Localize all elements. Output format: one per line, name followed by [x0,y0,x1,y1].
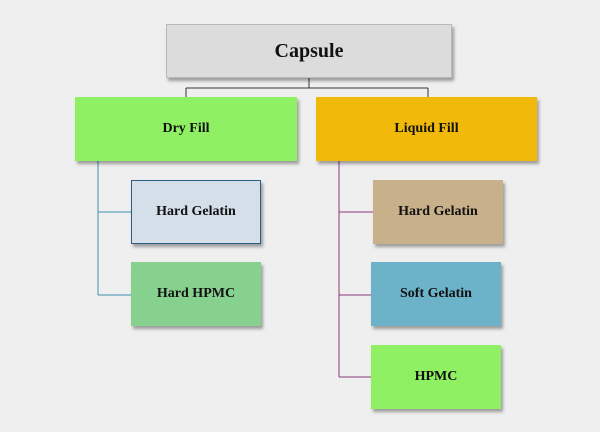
leaf-node-liquid-hard-gelatin: Hard Gelatin [373,180,503,244]
dry-fill-connector [97,161,131,296]
liquid-fill-connector [338,161,373,378]
root-connector [185,78,429,97]
category-node-dry-fill: Dry Fill [75,97,297,161]
leaf-node-dry-hard-gelatin: Hard Gelatin [131,180,261,244]
leaf-node-liquid-hpmc: HPMC [371,345,501,409]
leaf-node-liquid-soft-gelatin: Soft Gelatin [371,262,501,326]
root-node-capsule: Capsule [166,24,452,78]
leaf-node-dry-hard-hpmc: Hard HPMC [131,262,261,326]
category-node-liquid-fill: Liquid Fill [316,97,537,161]
